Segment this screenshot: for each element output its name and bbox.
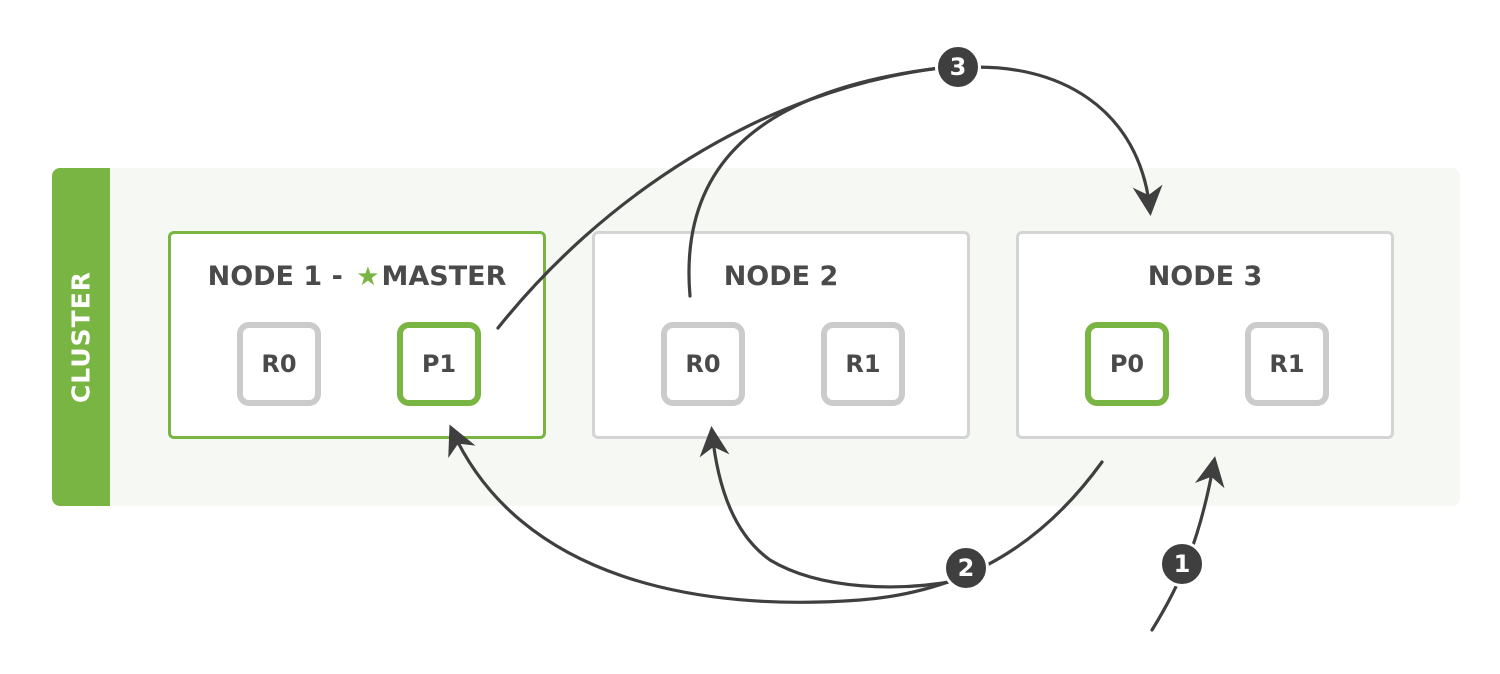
node-1-title: NODE 1 - ★MASTER	[171, 261, 543, 292]
cluster-tab	[52, 168, 110, 506]
arrow-step-3-from-node-1	[496, 66, 942, 330]
shard-r1-node-2: R1	[821, 322, 905, 406]
node-2-box: NODE 2 R0 R1	[592, 231, 970, 439]
step-3-badge: 3	[935, 44, 981, 90]
node-1-box: NODE 1 - ★MASTER R0 P1	[168, 231, 546, 439]
arrow-step-2-to-node-1	[448, 424, 1104, 604]
arrow-step-2-to-node-2	[699, 426, 962, 589]
shard-p0-node-3: P0	[1085, 322, 1169, 406]
shard-p1-node-1: P1	[397, 322, 481, 406]
arrow-step-3-to-node-3	[956, 65, 1163, 216]
node-2-title: NODE 2	[723, 261, 839, 292]
shard-r1-node-3: R1	[1245, 322, 1329, 406]
shard-r0-node-1: R0	[237, 322, 321, 406]
node-3-box: NODE 3 P0 R1	[1016, 231, 1394, 439]
node-1-name: NODE 1 -	[207, 261, 353, 292]
star-icon: ★	[356, 262, 380, 292]
node-3-title: NODE 3	[1147, 261, 1263, 292]
step-2-badge: 2	[943, 545, 989, 591]
step-1-badge: 1	[1159, 541, 1205, 587]
master-label: MASTER	[381, 261, 507, 292]
shard-r0-node-2: R0	[661, 322, 745, 406]
arrow-step-3-from-node-2	[687, 66, 942, 298]
